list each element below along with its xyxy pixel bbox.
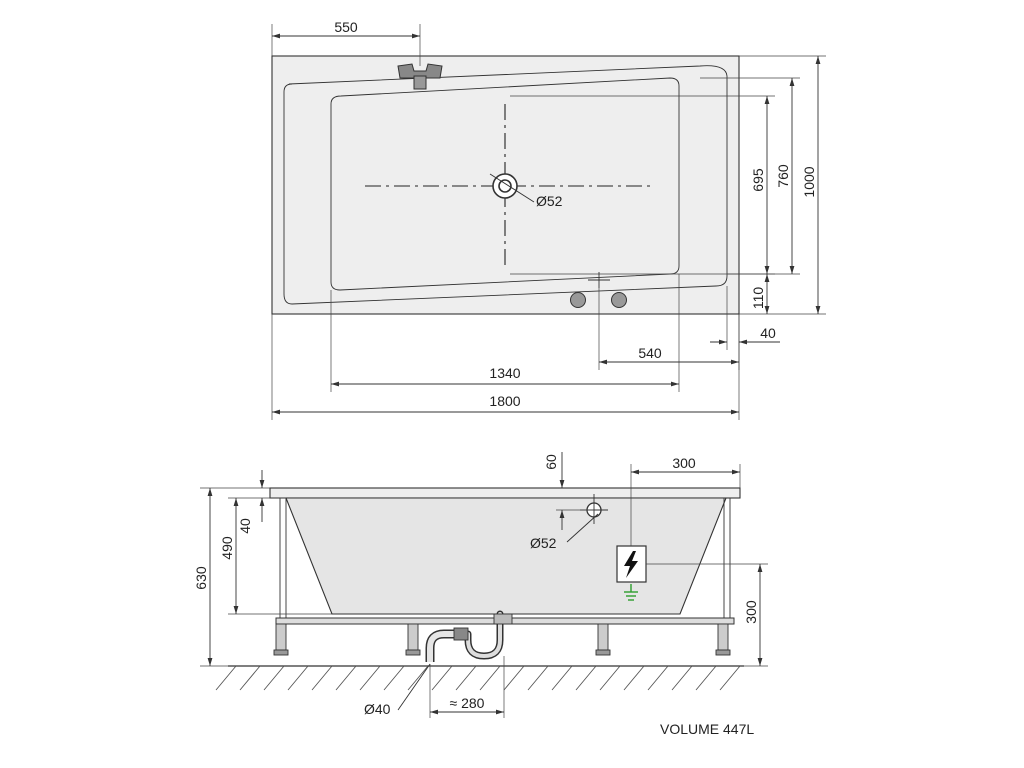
dim-width: 1000 <box>801 166 817 197</box>
dim-tap-offset: 550 <box>334 19 358 35</box>
floor-hatch-line <box>503 665 525 691</box>
dim-total-height: 630 <box>193 566 209 590</box>
dim-inner-width: 695 <box>750 168 766 192</box>
floor <box>215 665 744 691</box>
floor-hatch-line <box>359 665 381 691</box>
electrical-warning-icon <box>616 545 647 583</box>
floor-hatch-line <box>311 665 333 691</box>
dim-overflow-depth: 60 <box>543 454 559 470</box>
side-view: 630 490 40 60 Ø52 300 300 Ø40 <box>193 452 768 718</box>
dim-waste: Ø40 <box>364 701 391 717</box>
floor-hatch-line <box>383 665 405 691</box>
floor-hatch-line <box>623 665 645 691</box>
floor-hatch-line <box>479 665 501 691</box>
floor-hatch-line <box>431 665 453 691</box>
floor-hatch-line <box>647 665 669 691</box>
dim-inner-length: 1340 <box>489 365 520 381</box>
dim-rim: 40 <box>760 325 776 341</box>
dim-leg-height: 300 <box>743 600 759 624</box>
dim-drain: Ø52 <box>536 193 563 209</box>
floor-hatch-line <box>287 665 309 691</box>
floor-hatch-line <box>599 665 621 691</box>
floor-hatch-line <box>335 665 357 691</box>
dim-rim-height: 40 <box>237 518 253 534</box>
dim-overflow-offset: 540 <box>638 345 662 361</box>
tub-body <box>285 497 727 615</box>
volume-label: VOLUME 447L <box>660 721 754 737</box>
floor-hatch-line <box>575 665 597 691</box>
dim-inner-depth: 490 <box>219 536 235 560</box>
overflow-marker-icon <box>588 272 610 288</box>
dim-bottom-offset: 110 <box>750 287 766 310</box>
floor-hatch-line <box>695 665 717 691</box>
tub-rim <box>269 487 741 499</box>
floor-hatch-line <box>719 665 741 691</box>
floor-hatch-line <box>455 665 477 691</box>
leg-icon <box>273 623 731 656</box>
dim-waste-offset: ≈ 280 <box>450 695 485 711</box>
dim-panel-offset: 300 <box>672 455 696 471</box>
control-button-icon <box>570 292 627 308</box>
floor-hatch-line <box>551 665 573 691</box>
floor-hatch-line <box>215 665 237 691</box>
floor-hatch-line <box>407 665 429 691</box>
tub-inner-rim <box>283 65 728 305</box>
dim-mid-width: 760 <box>775 164 791 188</box>
floor-hatch-line <box>527 665 549 691</box>
floor-hatch-line <box>671 665 693 691</box>
drain-icon <box>489 173 535 203</box>
plan-view: 550 1800 1340 540 40 Ø52 695 <box>271 19 826 420</box>
earth-ground-icon <box>624 584 638 601</box>
dim-length: 1800 <box>489 393 520 409</box>
dim-overflow-hole: Ø52 <box>530 535 557 551</box>
waste-trap-icon <box>425 610 513 662</box>
floor-hatch-line <box>239 665 261 691</box>
tap-icon <box>397 63 443 90</box>
floor-hatch-line <box>263 665 285 691</box>
